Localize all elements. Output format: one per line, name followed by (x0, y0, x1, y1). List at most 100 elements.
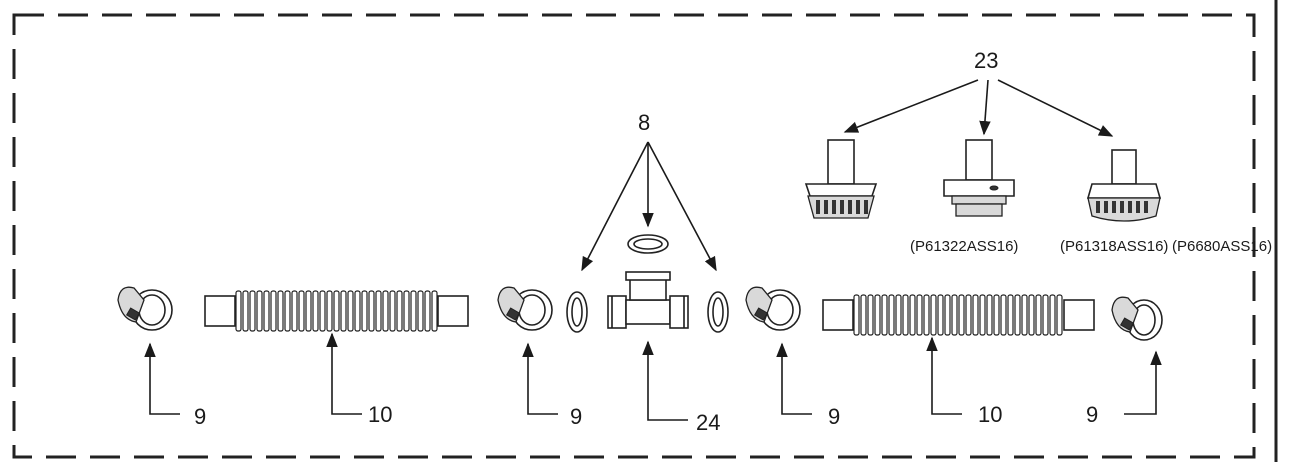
hose-rib (860, 294, 867, 336)
callout-23: 23 (974, 48, 998, 73)
callout-10-b: 10 (978, 402, 1002, 427)
hose-rib (937, 294, 944, 336)
hose-rib (298, 290, 305, 332)
o-ring-left (566, 291, 588, 333)
hose-rib (424, 290, 431, 332)
hose-rib (375, 290, 382, 332)
hose-rib (382, 290, 389, 332)
hose-rib (965, 294, 972, 336)
hose-rib (249, 290, 256, 332)
hose-rib (340, 290, 347, 332)
hose-rib (1014, 294, 1021, 336)
strainer-slot (1128, 201, 1132, 213)
caption-strainer-c: (P6680ASS16) (1172, 238, 1272, 255)
hose-rib (972, 294, 979, 336)
hose-rib (354, 290, 361, 332)
hose-rib (874, 294, 881, 336)
hose-rib (333, 290, 340, 332)
strainer-slot (1112, 201, 1116, 213)
dashed-border (12, 13, 1256, 459)
hose-rib (867, 294, 874, 336)
hose-rib (319, 290, 326, 332)
callout-8: 8 (638, 110, 650, 135)
hose-1 (204, 290, 469, 332)
strainer-3 (1086, 149, 1162, 222)
strainer-slot (824, 200, 828, 214)
strainer-1 (804, 139, 878, 219)
hose-rib (270, 290, 277, 332)
hose-rib (368, 290, 375, 332)
hose-rib (396, 290, 403, 332)
o-ring-right (707, 291, 729, 333)
strainer-slot (864, 200, 868, 214)
hose-rib (312, 290, 319, 332)
hose-clamp-1 (117, 286, 173, 331)
hose-rib (958, 294, 965, 336)
hose-rib (1049, 294, 1056, 336)
strainer-2 (943, 139, 1015, 217)
hose-rib (361, 290, 368, 332)
hose-rib (853, 294, 860, 336)
caption-strainer-a: (P61322ASS16) (910, 238, 1018, 255)
hose-rib (993, 294, 1000, 336)
callout-9-b: 9 (570, 404, 582, 429)
strainer-slot (1144, 201, 1148, 213)
hose-rib (902, 294, 909, 336)
hose-rib (389, 290, 396, 332)
hose-rib (305, 290, 312, 332)
hose-rib (235, 290, 242, 332)
callout-9-c: 9 (828, 404, 840, 429)
caption-strainer-b: (P61318ASS16) (1060, 238, 1168, 255)
hose-rib (277, 290, 284, 332)
hose-rib (916, 294, 923, 336)
t-connector (607, 271, 689, 329)
strainer-slot (1096, 201, 1100, 213)
hose-rib (1042, 294, 1049, 336)
hose-rib (1007, 294, 1014, 336)
hose-clamp-4 (1111, 296, 1163, 341)
hose-rib (1056, 294, 1063, 336)
callout-9-d: 9 (1086, 402, 1098, 427)
hose-rib (979, 294, 986, 336)
hose-rib (284, 290, 291, 332)
leader-lines (144, 79, 1162, 421)
hose-rib (326, 290, 333, 332)
hose-rib (263, 290, 270, 332)
strainer-slot (832, 200, 836, 214)
strainer-slot (840, 200, 844, 214)
hose-rib (881, 294, 888, 336)
hose-rib (403, 290, 410, 332)
hose-rib (986, 294, 993, 336)
hose-rib (1000, 294, 1007, 336)
strainer-slot (1120, 201, 1124, 213)
hose-rib (909, 294, 916, 336)
callout-10-a: 10 (368, 402, 392, 427)
hose-rib (944, 294, 951, 336)
strainer-slot (848, 200, 852, 214)
hose-rib (1021, 294, 1028, 336)
hose-rib (410, 290, 417, 332)
hose-rib (347, 290, 354, 332)
hose-rib (888, 294, 895, 336)
strainer-slot (856, 200, 860, 214)
hose-rib (291, 290, 298, 332)
strainer-slot (1136, 201, 1140, 213)
hose-rib (242, 290, 249, 332)
callout-9-a: 9 (194, 404, 206, 429)
hose-rib (417, 290, 424, 332)
hose-rib (256, 290, 263, 332)
hose-2 (822, 294, 1095, 336)
o-ring-top (627, 234, 669, 254)
hose-rib (923, 294, 930, 336)
hose-clamp-2 (497, 286, 553, 331)
hose-rib (930, 294, 937, 336)
hose-rib (1035, 294, 1042, 336)
hose-rib (951, 294, 958, 336)
hose-rib (895, 294, 902, 336)
hose-clamp-3 (745, 286, 801, 331)
callout-24: 24 (696, 410, 720, 435)
hose-rib (1028, 294, 1035, 336)
strainer-slot (1104, 201, 1108, 213)
